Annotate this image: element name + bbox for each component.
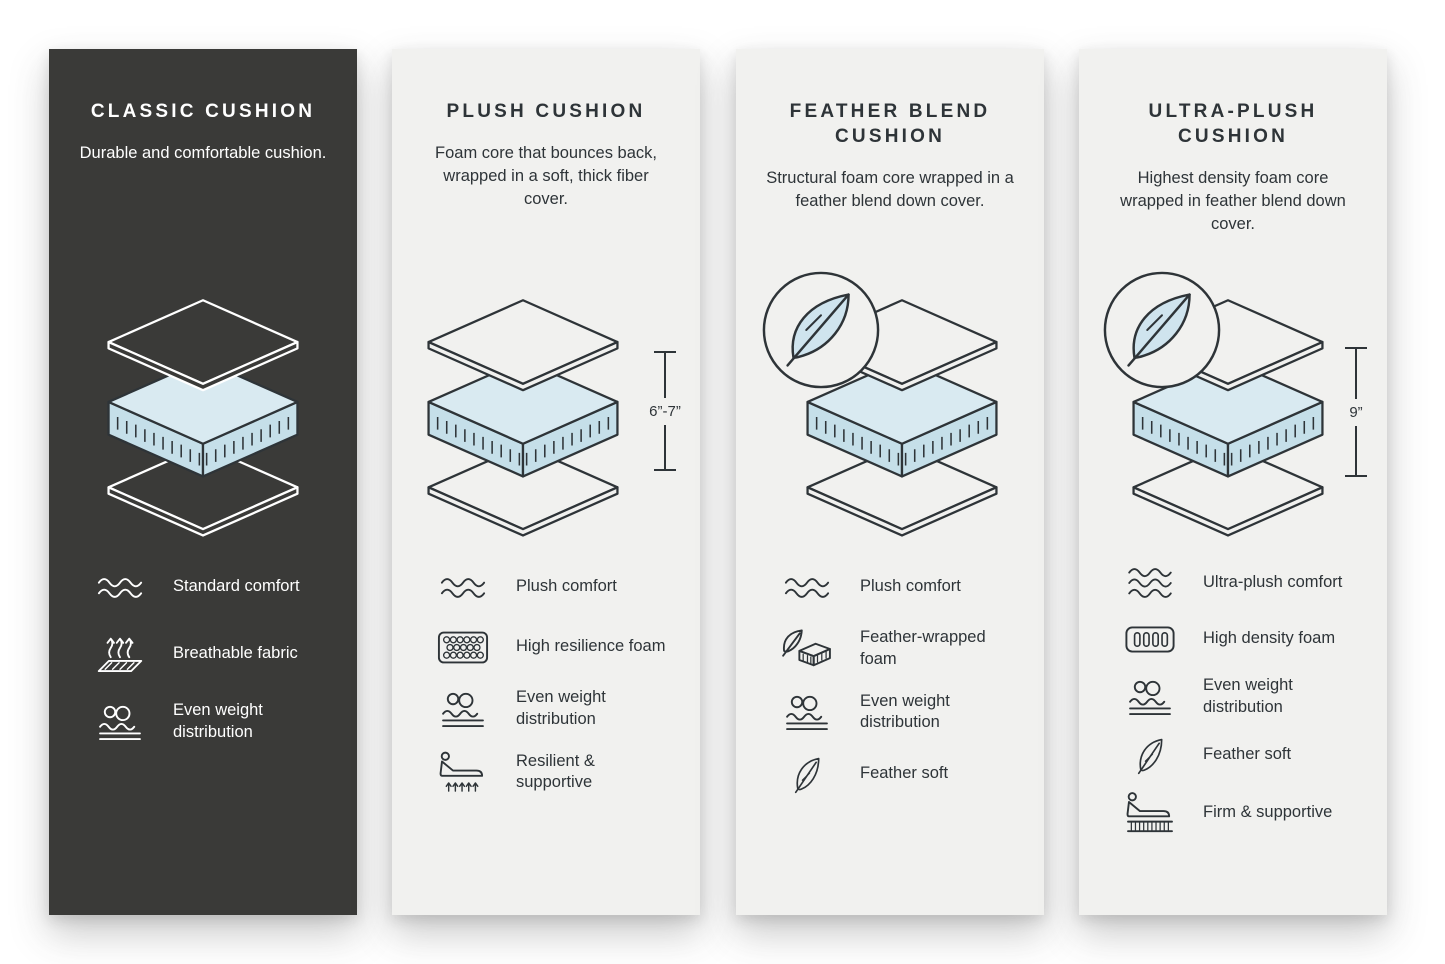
panel-description: Durable and comfortable cushion. (79, 144, 327, 163)
feature-label: Plush comfort (516, 577, 617, 596)
feature-label: Feather soft (860, 764, 949, 783)
panel-description: Structural foam core wrapped in a feathe… (766, 169, 1014, 210)
even-weight-icon (434, 690, 492, 728)
feather-soft-icon (1121, 735, 1179, 775)
cushion-layers-illustration (414, 293, 632, 540)
panel-ultra-plush-cushion: ULTRA-PLUSH CUSHION Highest density foam… (1079, 49, 1387, 915)
panel-title: PLUSH CUSHION (446, 101, 646, 122)
comfort-waves-icon (91, 574, 149, 601)
feature-label: Even weight distribution (860, 691, 950, 732)
feature-item: Even weight distribution (91, 700, 345, 744)
feature-label: High resilience foam (516, 637, 666, 656)
comfort-waves-icon (778, 574, 836, 601)
cushion-diagram: 6”-7” (392, 287, 700, 587)
feature-label: Feather soft (1203, 744, 1292, 763)
measure-value: 9” (1349, 403, 1363, 421)
measure-top-cap (1345, 347, 1367, 349)
panel-description: Highest density foam core wrapped in fea… (1120, 169, 1346, 233)
feature-list: Standard comfort Breathable fabric Even … (91, 567, 345, 744)
feature-label: Plush comfort (860, 577, 961, 596)
feature-label: Even weight distribution (173, 701, 263, 741)
panel-classic-cushion: CLASSIC CUSHION Durable and comfortable … (49, 49, 357, 915)
height-measurement: 9” (1333, 347, 1379, 477)
cushion-diagram: 9” (1079, 287, 1387, 587)
feature-item: Ultra-plush comfort (1121, 563, 1375, 603)
feature-item: Firm & supportive (1121, 791, 1375, 835)
measure-bottom-cap (654, 469, 676, 471)
feature-item: Feather soft (778, 754, 1032, 794)
feature-label: High density foam (1203, 629, 1336, 648)
feature-item: Even weight distribution (434, 687, 688, 731)
firm-supportive-icon (1121, 791, 1179, 835)
feather-badge-icon (760, 269, 882, 391)
measure-line (664, 353, 666, 398)
feather-soft-icon (778, 754, 836, 794)
feature-item: Feather soft (1121, 735, 1375, 775)
panel-title: CLASSIC CUSHION (90, 101, 316, 122)
feature-label: Standard comfort (173, 577, 300, 596)
cushion-diagram (49, 287, 357, 587)
height-measurement: 6”-7” (642, 351, 688, 471)
measure-line (1355, 425, 1357, 475)
breathable-fabric-icon (91, 633, 149, 674)
density-foam-icon (1121, 624, 1179, 655)
feature-label: Resilient & supportive (516, 751, 595, 792)
feature-label: Even weight distribution (1203, 676, 1293, 716)
feature-item: Even weight distribution (778, 691, 1032, 735)
panel-title: FEATHER BLEND CUSHION (789, 101, 991, 148)
feature-label: Feather-wrapped foam (860, 628, 986, 668)
cushion-diagram (736, 287, 1044, 587)
resilience-foam-icon (434, 630, 492, 665)
feature-item: Plush comfort (778, 567, 1032, 607)
feature-list: Plush comfort Feather-wrapped foam Even … (778, 567, 1032, 794)
measure-bottom-cap (1345, 475, 1367, 477)
feather-wrapped-foam-icon (778, 628, 836, 670)
feature-item: Resilient & supportive (434, 751, 688, 795)
even-weight-icon (1121, 678, 1179, 716)
comfort-waves-icon (434, 574, 492, 601)
feature-label: Ultra-plush comfort (1203, 573, 1343, 592)
feature-item: Standard comfort (91, 567, 345, 607)
measure-value: 6”-7” (649, 402, 681, 420)
panel-description: Foam core that bounces back, wrapped in … (435, 144, 657, 208)
feature-item: High resilience foam (434, 627, 688, 667)
even-weight-icon (91, 703, 149, 741)
feature-item: Even weight distribution (1121, 675, 1375, 719)
feature-item: Breathable fabric (91, 633, 345, 674)
feature-label: Even weight distribution (516, 688, 606, 728)
feather-badge-icon (1101, 269, 1223, 391)
cushion-layers-illustration (94, 293, 312, 540)
feature-item: Plush comfort (434, 567, 688, 607)
ultra-comfort-waves-icon (1121, 566, 1179, 600)
feature-label: Firm & supportive (1203, 802, 1333, 821)
feature-item: High density foam (1121, 619, 1375, 659)
panel-feather-blend-cushion: FEATHER BLEND CUSHION Structural foam co… (736, 49, 1044, 915)
feature-list: Plush comfort High resilience foam Even … (434, 567, 688, 794)
feature-item: Feather-wrapped foam (778, 627, 1032, 671)
even-weight-icon (778, 693, 836, 731)
panel-plush-cushion: PLUSH CUSHION Foam core that bounces bac… (392, 49, 700, 915)
feature-list: Ultra-plush comfort High density foam Ev… (1121, 563, 1375, 835)
resilient-supportive-icon (434, 751, 492, 793)
panel-title: ULTRA-PLUSH CUSHION (1148, 101, 1318, 148)
measure-top-cap (654, 351, 676, 353)
measure-line (1355, 349, 1357, 399)
measure-line (664, 424, 666, 469)
feature-label: Breathable fabric (173, 643, 298, 662)
